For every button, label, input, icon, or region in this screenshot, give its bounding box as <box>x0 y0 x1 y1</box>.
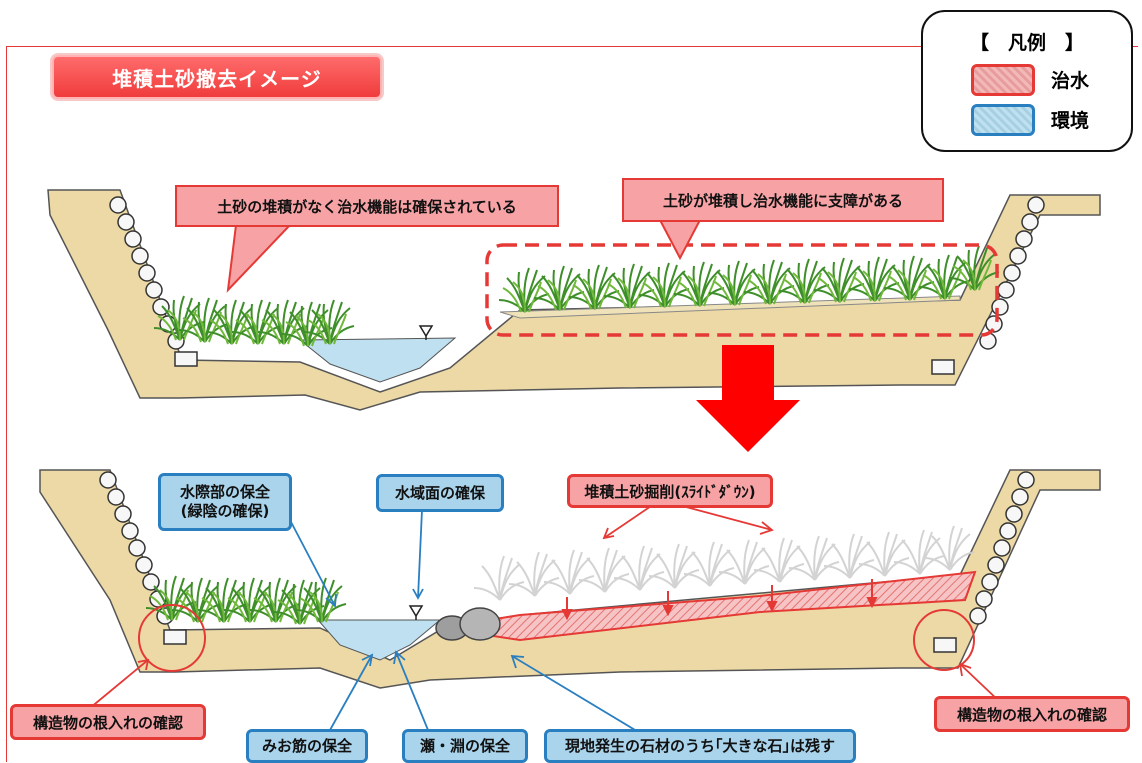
frame-top-line <box>6 46 1138 47</box>
legend-swatch-flood-control <box>971 64 1035 96</box>
top-water-body <box>298 337 457 383</box>
left-structure-check-circle <box>138 604 206 672</box>
callout-sediment-excavation: 堆積土砂掘削(ｽﾗｲﾄﾞﾀﾞｳﾝ) <box>567 474 773 508</box>
callout-sediment-obstruction: 土砂が堆積し治水機能に支障がある <box>622 178 944 222</box>
label-structure-check-left: 構造物の根入れの確認 <box>10 704 206 740</box>
large-stones <box>435 607 501 641</box>
legend-label-flood-control: 治水 <box>1051 70 1090 92</box>
bottom-right-revetment <box>933 471 1035 653</box>
transition-down-arrow <box>696 345 800 452</box>
legend-swatch-environment <box>971 104 1035 136</box>
callout-right-tail <box>658 219 702 261</box>
legend-box: 【 凡例 】 治水 環境 <box>921 10 1133 152</box>
label-structure-check-right: 構造物の根入れの確認 <box>934 696 1130 732</box>
top-water-level-icon <box>418 325 434 340</box>
page-title: 堆積土砂撤去イメージ <box>52 55 382 99</box>
top-bank-soil <box>47 189 1101 411</box>
legend-label-environment: 環境 <box>1051 110 1090 132</box>
top-cross-section <box>47 189 1101 411</box>
callout-left-tail <box>226 224 293 293</box>
callout-waterside-preservation: 水際部の保全 (緑陰の確保) <box>158 473 292 531</box>
top-left-vegetation <box>153 295 355 347</box>
top-right-revetment <box>931 196 1045 375</box>
slide-down-arrows <box>561 579 878 621</box>
right-structure-check-circle <box>913 609 975 671</box>
legend-title: 【 凡例 】 <box>969 32 1084 54</box>
bottom-cross-section <box>39 469 1101 689</box>
frame-left-line <box>6 46 7 762</box>
bottom-water-body <box>316 619 442 661</box>
callout-no-sediment: 土砂の堆積がなく治水機能は確保されている <box>175 185 559 227</box>
label-keep-large-stones: 現地発生の石材のうち｢大きな石｣は残す <box>544 729 856 763</box>
bottom-water-level-icon <box>408 605 424 620</box>
sediment-area-dashed-outline <box>485 243 999 337</box>
label-riffle-pool-preservation: 瀬・淵の保全 <box>402 729 528 763</box>
label-channel-preservation: みお筋の保全 <box>246 729 368 763</box>
bottom-left-vegetation <box>145 575 347 625</box>
excavation-hatched-area <box>439 570 977 642</box>
callout-water-surface: 水域面の確保 <box>376 474 504 512</box>
